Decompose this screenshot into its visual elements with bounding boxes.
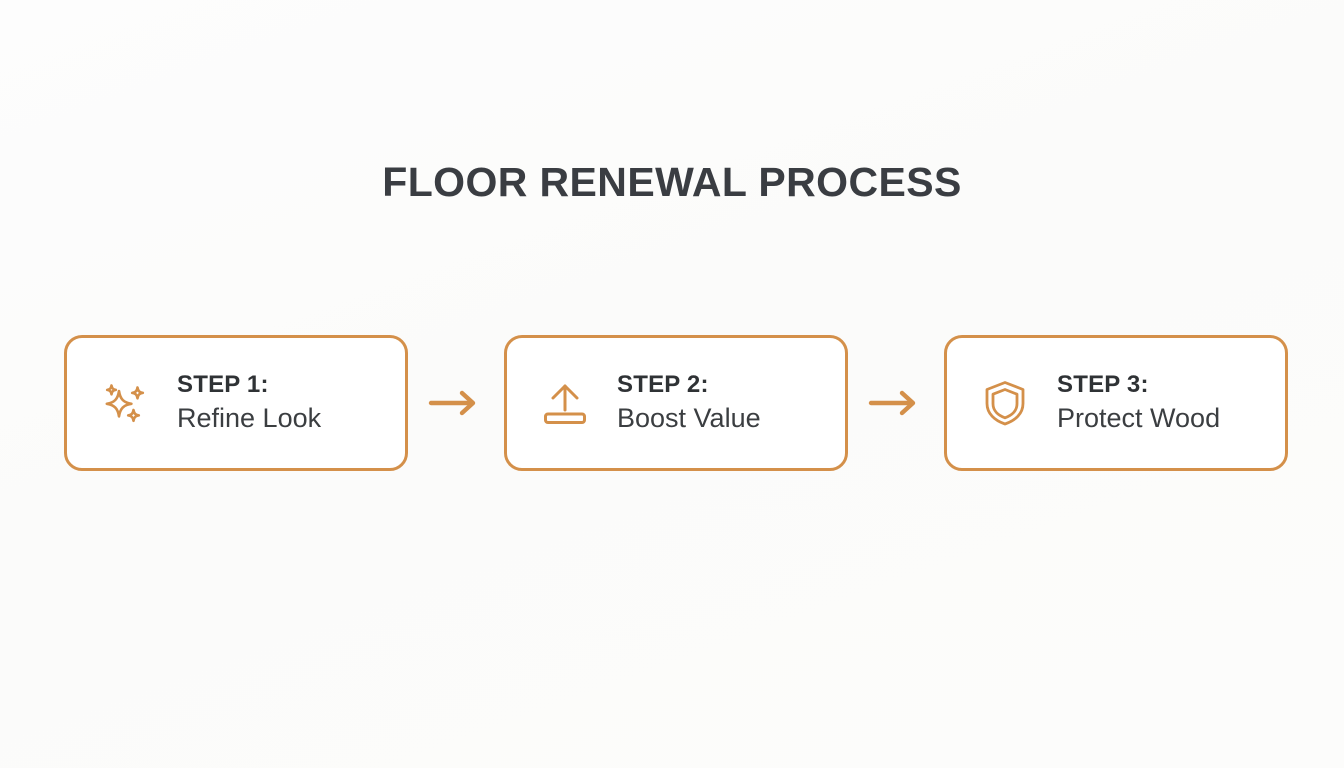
step-card-3[interactable]: STEP 3: Protect Wood — [944, 335, 1288, 471]
step-card-1-text: STEP 1: Refine Look — [177, 370, 321, 435]
step-card-3-text: STEP 3: Protect Wood — [1057, 370, 1220, 435]
step-card-2[interactable]: STEP 2: Boost Value — [504, 335, 848, 471]
step-card-3-label: STEP 3: — [1057, 371, 1149, 399]
page-title: FLOOR RENEWAL PROCESS — [382, 159, 962, 205]
step-card-1-description: Refine Look — [177, 403, 322, 434]
step-card-3-description: Protect Wood — [1057, 403, 1221, 434]
upload-arrow-icon — [539, 377, 591, 429]
process-flow: STEP 1: Refine Look STEP 2: Boost — [64, 335, 1288, 471]
step-card-1[interactable]: STEP 1: Refine Look — [64, 335, 408, 471]
shield-icon — [979, 377, 1031, 429]
step-card-2-label: STEP 2: — [617, 371, 709, 399]
step-card-1-label: STEP 1: — [177, 371, 269, 399]
arrow-right-icon — [848, 383, 944, 423]
sparkles-icon — [99, 377, 151, 429]
arrow-right-icon — [408, 383, 504, 423]
step-card-2-description: Boost Value — [617, 403, 761, 434]
step-card-2-text: STEP 2: Boost Value — [617, 370, 761, 435]
